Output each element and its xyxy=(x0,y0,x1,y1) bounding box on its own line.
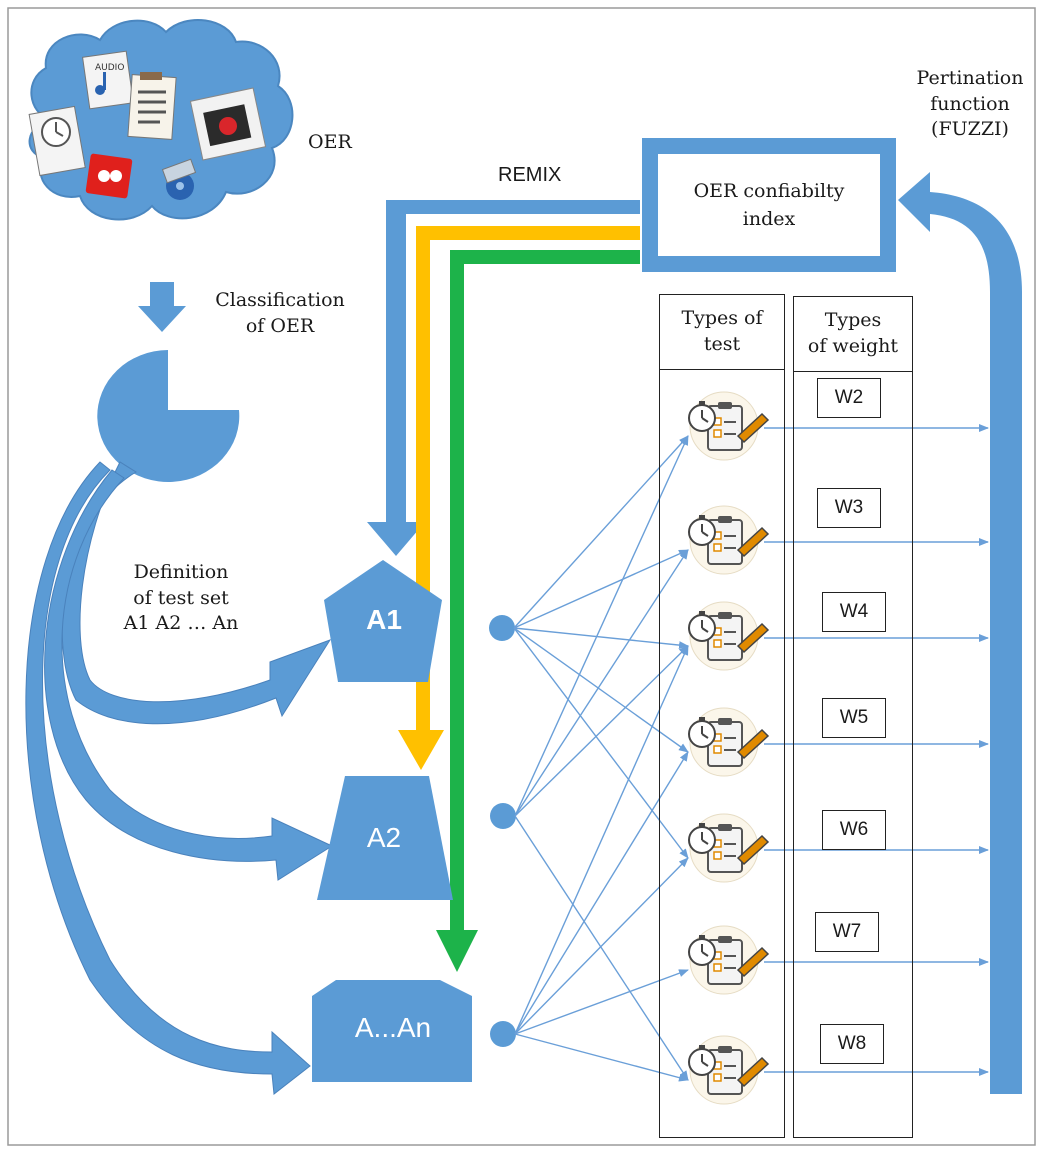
weight-box-w2: W2 xyxy=(817,378,881,418)
connector-dot-a1 xyxy=(489,615,515,641)
weight-box-w3: W3 xyxy=(817,488,881,528)
test-checklist-icon xyxy=(688,1035,770,1105)
function-line: function xyxy=(930,92,1010,115)
pertination-function-label: Pertination function (FUZZI) xyxy=(900,66,1040,143)
disc-icon xyxy=(161,158,197,200)
definition-line-1: Definition xyxy=(133,561,229,583)
types-of-weight-line-1: Types xyxy=(824,309,882,332)
test-checklist-icon xyxy=(688,601,770,671)
remix-label: REMIX xyxy=(498,164,562,186)
test-set-a1-label: A1 xyxy=(366,604,402,635)
clipboard-icon xyxy=(127,72,177,140)
weight-box-w8: W8 xyxy=(820,1024,884,1064)
clock-icon xyxy=(28,105,86,177)
types-of-test-header: Types of test xyxy=(660,295,784,370)
classification-label: Classification of OER xyxy=(200,288,360,339)
weight-output-lines xyxy=(764,424,989,1076)
confiability-index-box: OER confiabilty index xyxy=(642,138,896,272)
test-set-a2-shape xyxy=(317,776,453,900)
frame-border xyxy=(7,7,1036,1146)
types-of-weight-line-2: of weight xyxy=(807,335,899,357)
audio-icon: AUDIO xyxy=(82,50,134,110)
test-checklist-icon xyxy=(688,391,770,461)
types-of-test-line-1: Types of xyxy=(681,307,763,330)
definition-label: Definition of test set A1 A2 … An xyxy=(116,560,246,637)
weight-box-w4: W4 xyxy=(822,592,886,632)
oer-label: OER xyxy=(308,131,352,153)
video-icon xyxy=(189,87,267,161)
weight-box-w7: W7 xyxy=(815,912,879,952)
weight-box-w5: W5 xyxy=(822,698,886,738)
game-icon xyxy=(85,153,133,199)
test-checklist-icon xyxy=(688,707,770,777)
connector-dot-a2 xyxy=(490,803,516,829)
curved-arrows-to-test-sets xyxy=(25,461,334,1095)
confiability-line-2: index xyxy=(742,208,796,230)
definition-line-2: of test set xyxy=(133,586,229,609)
test-icons xyxy=(688,391,770,1105)
test-set-a2-label: A2 xyxy=(366,822,402,853)
pertination-line: Pertination xyxy=(916,67,1024,89)
test-checklist-icon xyxy=(688,925,770,995)
svg-text:AUDIO: AUDIO xyxy=(95,63,124,73)
test-set-an-shape xyxy=(312,980,472,1082)
types-of-test-column: Types of test xyxy=(659,294,785,1138)
remix-arrow-yellow xyxy=(398,226,640,770)
test-set-a1-shape xyxy=(324,560,442,682)
test-set-an-label: A...An xyxy=(354,1012,432,1043)
classification-line-2: of OER xyxy=(245,314,315,337)
classification-line-1: Classification xyxy=(215,289,345,311)
fuzzi-line: (FUZZI) xyxy=(931,118,1009,141)
types-of-weight-header: Types of weight xyxy=(794,297,912,372)
definition-line-3: A1 A2 … An xyxy=(123,612,239,635)
connector-dot-an xyxy=(490,1021,516,1047)
confiability-index-inner: OER confiabilty index xyxy=(658,154,880,256)
types-of-weight-column: Types of weight xyxy=(793,296,913,1138)
pertination-arrow xyxy=(898,172,1022,1094)
classification-arrow xyxy=(138,282,186,332)
test-checklist-icon xyxy=(688,813,770,883)
types-of-test-line-2: test xyxy=(703,333,741,355)
test-checklist-icon xyxy=(688,505,770,575)
weight-box-w6: W6 xyxy=(822,810,886,850)
remix-arrow-blue xyxy=(367,200,640,556)
classification-pie-shape xyxy=(97,350,240,482)
remix-arrow-green xyxy=(436,250,640,972)
confiability-line-1: OER confiabilty xyxy=(693,179,845,202)
